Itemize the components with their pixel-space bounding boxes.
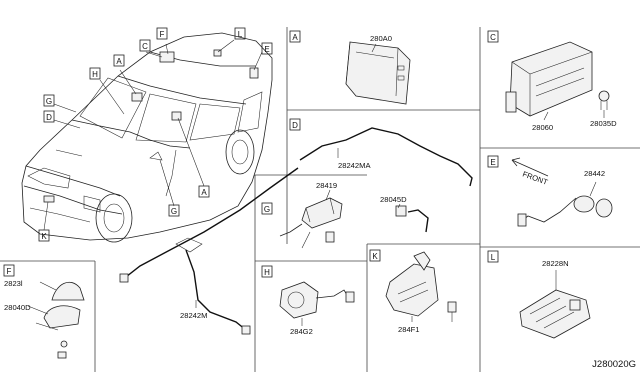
front-note: FRONT (521, 169, 549, 187)
section-D: D 28242MA 28045D 28242M (119, 118, 473, 335)
vehicle-leaders (43, 39, 263, 231)
part-28242MA-label: 28242MA (338, 161, 371, 170)
section-F: G 28419 (261, 181, 343, 249)
part-28228N-label: 2823l (4, 279, 23, 288)
vehicle-callout-H: H (89, 67, 101, 80)
diagram-ref-code: J280020G (592, 359, 636, 370)
section-G: H 284G2 (261, 265, 355, 336)
part-2823l-label: 28419 (316, 181, 337, 190)
callout-E-label: E (264, 45, 269, 54)
vehicle-callout-K: K (38, 229, 50, 242)
vehicle-callout-A: A (113, 54, 125, 67)
part-284G2-label: 284F1 (398, 325, 420, 334)
callout-D-label: D (46, 113, 52, 122)
section-D-tag: D (292, 121, 298, 130)
callout-F-label: F (160, 30, 165, 39)
vehicle-callout-G-lower: G (168, 204, 180, 217)
vehicle-callout-E: E (261, 42, 273, 55)
section-G-tag: H (264, 268, 270, 277)
callout-A-lower-label: A (201, 188, 207, 197)
part-28045D-label: 28045D (380, 195, 407, 204)
part-28419-label: 284G2 (290, 327, 313, 336)
part-28035D-label: 28035D (590, 119, 617, 128)
section-K-tag: L (491, 253, 496, 262)
section-H-tag: K (372, 252, 378, 261)
section-C: C 28060 28035D (487, 30, 617, 132)
part-28442-label: 28442 (584, 169, 605, 178)
section-A: A 280A0 (289, 30, 411, 105)
callout-A-label: A (116, 57, 122, 66)
part-2796D-label: 28040D (4, 303, 31, 312)
section-F-tag: G (264, 205, 270, 214)
callout-G-label: G (46, 97, 52, 106)
section-K: L 28228N (487, 250, 591, 339)
callout-K-label: K (41, 232, 47, 241)
vehicle-callout-C: C (139, 39, 151, 52)
vehicle-callout-A-lower: A (198, 185, 210, 198)
callout-L-label: L (238, 30, 243, 39)
part-280A0-label: 280A0 (370, 34, 392, 43)
callout-C-label: C (142, 42, 148, 51)
section-H: K 284F1 (369, 249, 457, 334)
section-L-tag: F (7, 267, 12, 276)
vehicle-callout-G: G (43, 94, 55, 107)
part-28242M-label: 28242M (180, 311, 207, 320)
part-28060-label: 28060 (532, 123, 553, 132)
section-C-tag: C (490, 33, 496, 42)
section-grid (0, 27, 640, 372)
vehicle-callout-D: D (43, 110, 55, 123)
callout-G-lower-label: G (171, 207, 177, 216)
section-A-tag: A (292, 33, 298, 42)
vehicle-callout-L: L (234, 27, 246, 40)
section-L: F 2823l 28040D (3, 264, 85, 359)
part-284F1-label: 28228N (542, 259, 569, 268)
callout-H-label: H (92, 70, 98, 79)
vehicle-callout-F: F (156, 27, 168, 40)
section-E-tag: E (490, 158, 495, 167)
vehicle-illustration (21, 32, 273, 243)
section-E: E FRONT 28442 (487, 155, 613, 227)
